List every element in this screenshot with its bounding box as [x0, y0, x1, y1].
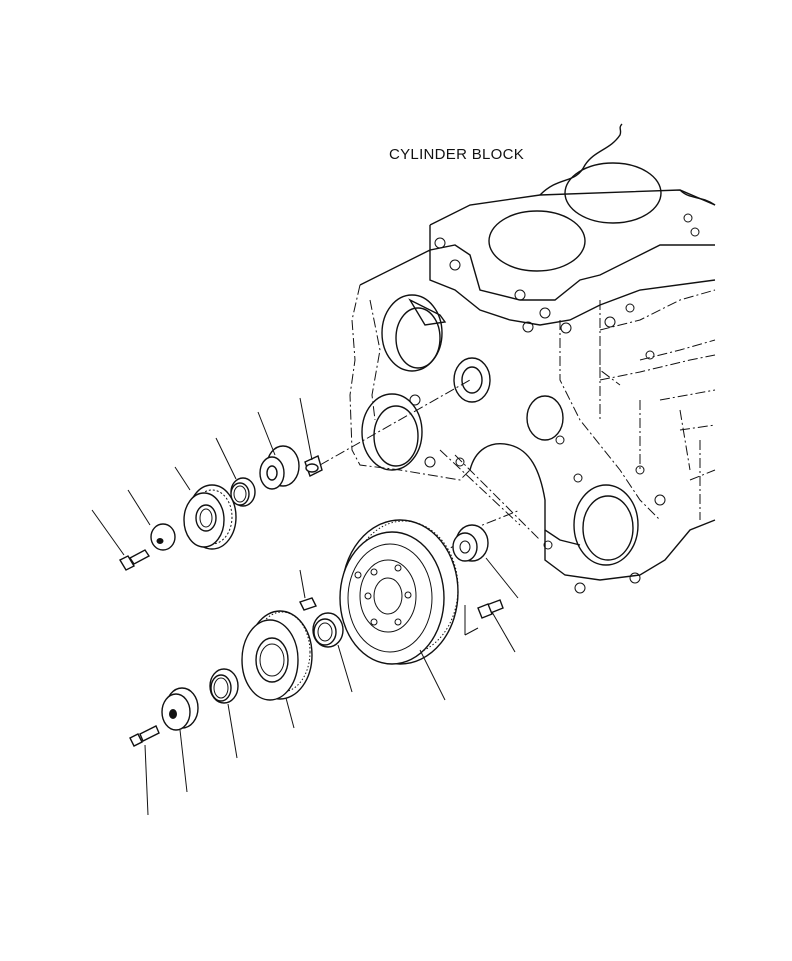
bolt-upper	[91, 509, 151, 571]
bushing-lower-large	[312, 612, 353, 693]
cylinder-block-label: CYLINDER BLOCK	[389, 146, 525, 163]
washer-upper	[127, 489, 176, 551]
dowel-pin-lower	[299, 569, 317, 611]
bolt-right	[464, 599, 516, 653]
thrust-plate	[452, 524, 519, 599]
bolt-lower	[129, 725, 160, 816]
dowel-pin-upper	[299, 397, 323, 477]
crank-gear-large	[339, 519, 459, 701]
idler-gear-lower	[241, 610, 313, 729]
idler-shaft-upper	[257, 411, 300, 490]
bushing-upper	[215, 437, 256, 507]
cylinder-block	[349, 123, 716, 594]
idler-gear-upper	[174, 466, 237, 550]
bushing-lower	[209, 668, 239, 759]
idler-shaft-lower	[161, 687, 199, 793]
